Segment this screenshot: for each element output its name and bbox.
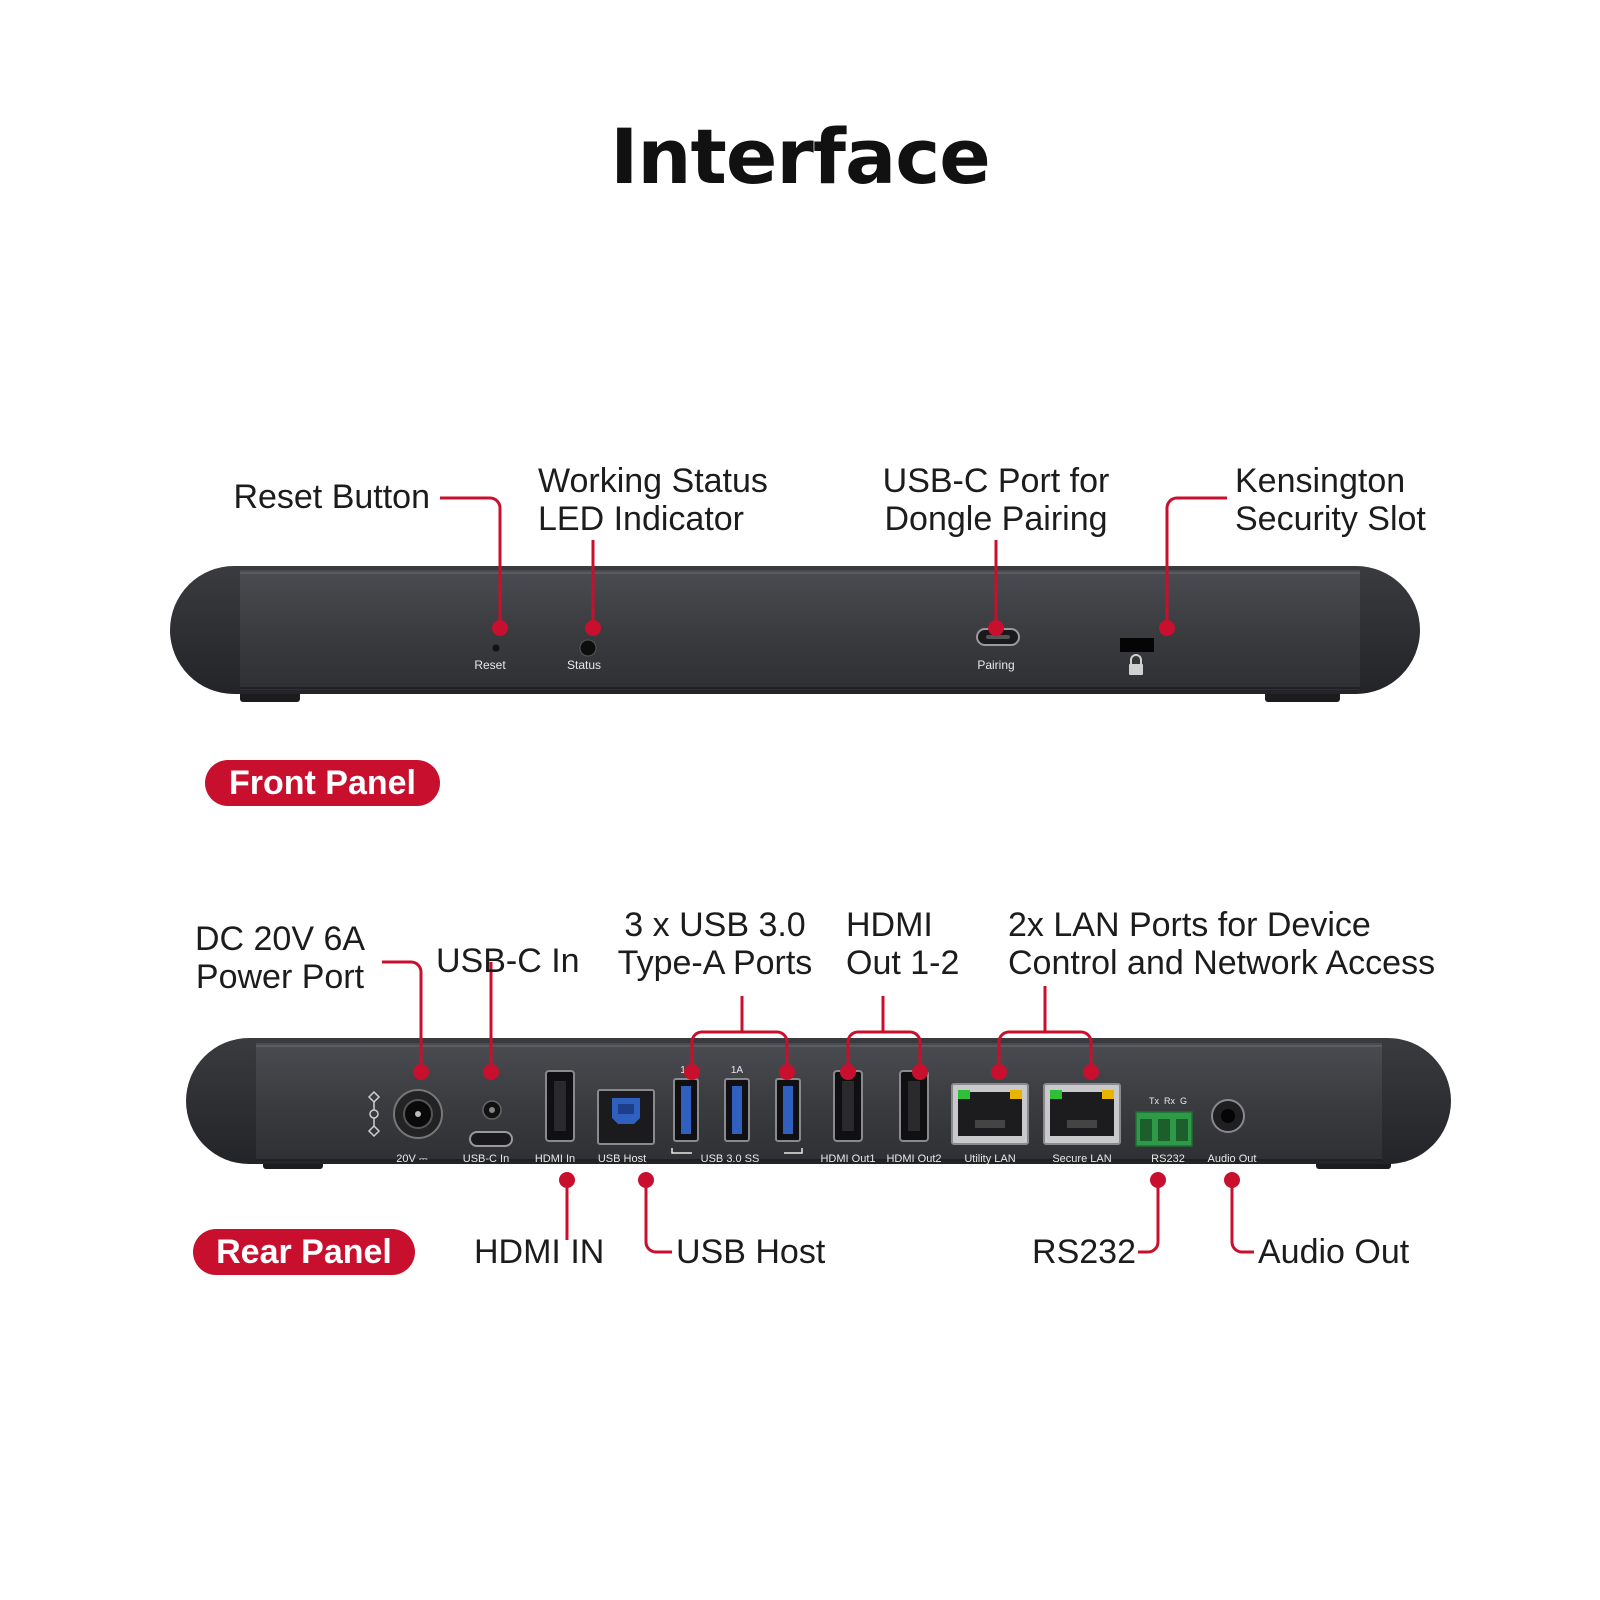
port-label-audio-out: Audio Out — [1208, 1153, 1257, 1165]
dot-kensington — [1159, 620, 1175, 636]
page-title: Interface — [610, 112, 991, 201]
port-label-hdmi-out1: HDMI Out1 — [820, 1153, 875, 1165]
dot-hdmi-out2 — [912, 1064, 928, 1080]
port-label-pairing: Pairing — [977, 658, 1014, 672]
callout-usb-host: USB Host — [676, 1233, 826, 1271]
port-label-status: Status — [567, 658, 601, 672]
front-leader-lines — [440, 496, 1227, 628]
utility-lan-port — [951, 1083, 1029, 1145]
port-label-reset: Reset — [474, 658, 506, 672]
dot-hdmi-in — [559, 1172, 575, 1188]
kensington-slot — [1120, 638, 1154, 652]
callout-audio-out: Audio Out — [1258, 1233, 1410, 1271]
rear-leader-lines — [382, 960, 1254, 1254]
callout-usbc-in: USB-C In — [436, 942, 580, 980]
device-front-face — [240, 570, 1360, 690]
dot-secure-lan — [1083, 1064, 1099, 1080]
dot-status — [585, 620, 601, 636]
dot-usb3-3 — [779, 1064, 795, 1080]
dot-hdmi-out1 — [840, 1064, 856, 1080]
leader-hdmi-out-bracket — [846, 1030, 922, 1072]
rear-panel-device: 20V ⎓ USB-C In HDMI In USB Host 1 1A — [186, 960, 1451, 1254]
leader-rs232 — [1138, 1180, 1160, 1254]
dot-reset — [492, 620, 508, 636]
dot-usbc-in — [483, 1064, 499, 1080]
port-label-usb3: USB 3.0 SS — [701, 1153, 760, 1165]
rear-panel-badge: Rear Panel — [193, 1229, 415, 1275]
callout-reset-button: Reset Button — [233, 478, 430, 516]
callout-kensington-slot: Kensington Security Slot — [1235, 462, 1426, 538]
polarity-icon — [367, 1090, 381, 1138]
port-label-rs232: RS232 — [1151, 1153, 1185, 1165]
leader-usb3-bracket — [690, 1030, 789, 1072]
usb3-port-group — [673, 1078, 801, 1142]
callout-pairing-port: USB-C Port for Dongle Pairing — [882, 462, 1110, 538]
leader-usb-host — [644, 1180, 672, 1254]
dot-usb-host — [638, 1172, 654, 1188]
callout-hdmi-out: HDMI Out 1-2 — [846, 906, 960, 982]
dot-audio-out — [1224, 1172, 1240, 1188]
lock-icon — [1129, 654, 1143, 675]
secure-lan-port — [1043, 1083, 1121, 1145]
dot-power — [413, 1064, 429, 1080]
usb3-current-label-2: 1A — [731, 1065, 744, 1076]
rs232-pin-labels: Tx Rx G — [1149, 1096, 1187, 1106]
dot-usb3-1 — [684, 1064, 700, 1080]
front-panel-badge: Front Panel — [205, 760, 440, 806]
port-label-utility-lan: Utility LAN — [964, 1153, 1015, 1165]
leader-power — [382, 960, 423, 1072]
leader-lan-bracket — [997, 1030, 1093, 1072]
front-callout-dots — [492, 620, 1175, 636]
rs232-terminal-block — [1135, 1111, 1193, 1147]
callout-status-led: Working Status LED Indicator — [538, 462, 768, 538]
dot-pairing — [988, 620, 1004, 636]
callout-rs232: RS232 — [1032, 1233, 1136, 1271]
port-label-usb-host: USB Host — [598, 1153, 646, 1165]
status-led — [579, 639, 597, 657]
front-panel-device: Reset Status Pairing — [170, 496, 1420, 702]
port-label-usbc-in: USB-C In — [463, 1153, 509, 1165]
callout-usb3-ports: 3 x USB 3.0 Type-A Ports — [617, 906, 813, 982]
port-label-hdmi-in: HDMI In — [535, 1153, 575, 1165]
leader-reset — [440, 496, 502, 628]
callout-hdmi-in: HDMI IN — [474, 1233, 605, 1271]
port-label-hdmi-out2: HDMI Out2 — [886, 1153, 941, 1165]
dot-utility-lan — [991, 1064, 1007, 1080]
device-rear-face — [256, 1043, 1382, 1161]
leader-audio-out — [1230, 1180, 1254, 1254]
callout-power-port: DC 20V 6A Power Port — [194, 920, 366, 996]
dot-rs232 — [1150, 1172, 1166, 1188]
port-label-power: 20V ⎓ — [396, 1153, 428, 1165]
callout-lan-ports: 2x LAN Ports for Device Control and Netw… — [1008, 906, 1436, 982]
rear-callout-dots — [413, 1064, 1240, 1188]
usbc-in-port — [469, 1131, 513, 1147]
reset-pinhole — [492, 644, 500, 652]
usb3-current-label-1: 1 — [680, 1065, 686, 1076]
port-label-secure-lan: Secure LAN — [1052, 1153, 1111, 1165]
leader-kensington — [1165, 496, 1227, 628]
